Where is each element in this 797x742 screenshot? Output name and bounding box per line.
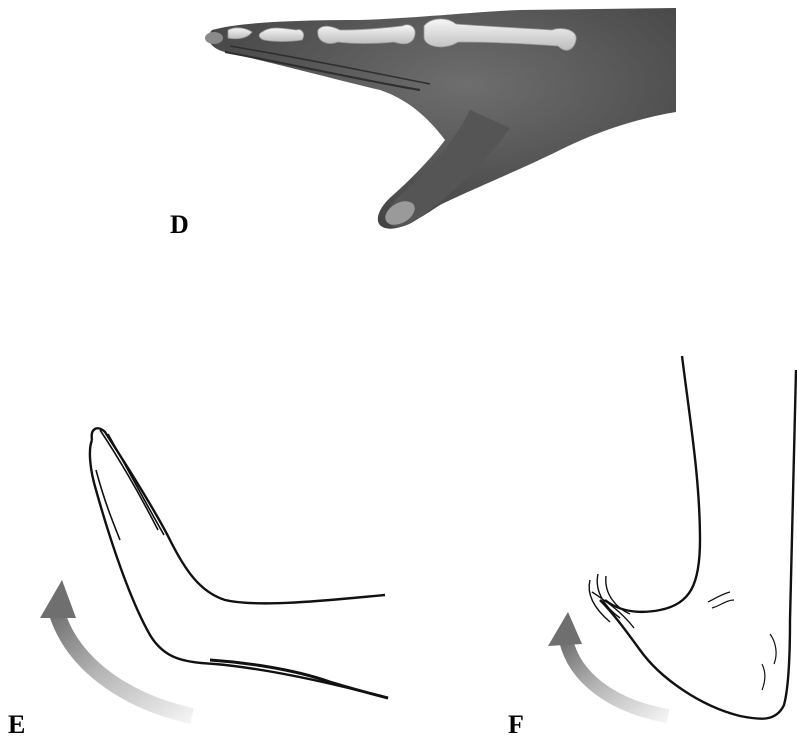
extension-arrow-head bbox=[40, 580, 76, 618]
panel-d-hand-illustration bbox=[205, 8, 676, 230]
panel-label-f: F bbox=[508, 712, 524, 738]
ankle-crease bbox=[708, 592, 734, 608]
panel-e-hand-outline bbox=[40, 428, 388, 716]
panel-f-foot-outline bbox=[548, 356, 796, 719]
dorsiflexion-arrow bbox=[566, 640, 668, 716]
wrist-dorsal-line bbox=[92, 428, 385, 603]
middle-phalanx-bone bbox=[259, 28, 303, 42]
finger-line bbox=[108, 434, 164, 535]
fingertip-nail bbox=[205, 32, 223, 44]
toe-lines bbox=[589, 574, 634, 628]
finger-line bbox=[100, 430, 158, 530]
panel-label-d: D bbox=[170, 212, 189, 238]
panel-label-e: E bbox=[8, 712, 25, 738]
ankle-bone-line bbox=[762, 634, 776, 690]
leg-front-line bbox=[605, 356, 700, 612]
leg-back-line bbox=[600, 370, 796, 719]
extension-arrow bbox=[56, 610, 192, 716]
dorsiflexion-arrow-head bbox=[548, 612, 582, 646]
